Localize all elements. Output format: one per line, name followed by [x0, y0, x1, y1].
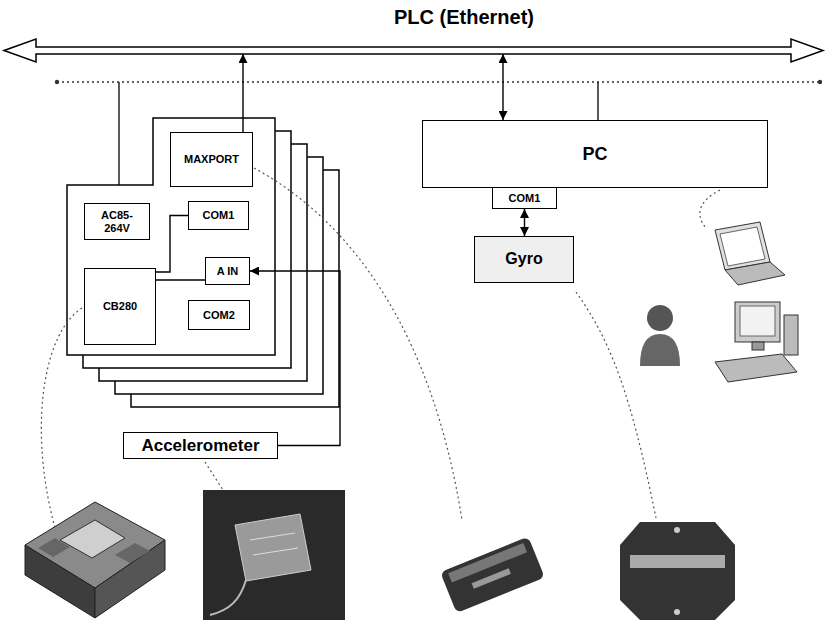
gyro-box: Gyro	[474, 236, 574, 283]
computer-box: PC	[422, 120, 768, 188]
connector	[156, 216, 188, 273]
node-label: Accelerometer	[141, 436, 259, 456]
node-label: Gyro	[505, 250, 542, 268]
port-box: COM1	[188, 201, 249, 230]
leader-lines	[41, 168, 720, 538]
connector	[242, 54, 243, 132]
input-box: A IN	[205, 257, 250, 285]
sensor-box: Accelerometer	[123, 432, 278, 459]
node-label: PC	[582, 144, 607, 165]
node-label: PLC (Ethernet)	[394, 6, 534, 29]
leader-line	[41, 308, 82, 538]
accelerometer-photo	[203, 490, 345, 620]
leader-line	[254, 168, 462, 520]
power-line	[57, 81, 820, 82]
user-icon	[640, 305, 680, 366]
node-label: AC85- 264V	[87, 209, 147, 234]
connector	[502, 54, 503, 120]
ethernet-bus: PLC (Ethernet)	[4, 6, 823, 54]
port-box: COM1	[492, 187, 557, 209]
board-stack	[67, 118, 339, 407]
port-box: COM2	[188, 300, 250, 330]
connector	[156, 279, 205, 280]
device-photo	[440, 537, 545, 613]
laptop-icon	[715, 222, 785, 285]
desktop-icon	[715, 302, 798, 382]
node-label: CB280	[103, 300, 137, 313]
gyro-photo	[620, 522, 735, 620]
node-label: COM1	[203, 209, 235, 222]
module-box: MAXPORT	[170, 132, 253, 187]
node-label: COM2	[203, 309, 235, 322]
connector	[524, 209, 525, 236]
leader-line	[576, 292, 656, 518]
line-end-dot	[818, 80, 822, 84]
controller-box: CB280	[84, 268, 156, 345]
connector	[250, 271, 340, 446]
power-wire	[597, 82, 598, 120]
module-photo	[25, 502, 165, 618]
node-label: A IN	[217, 265, 239, 278]
line-end-dot	[55, 80, 59, 84]
power-box: AC85- 264V	[84, 203, 150, 240]
node-label: COM1	[509, 192, 541, 205]
bus-arrow-shape	[4, 39, 823, 62]
node-label: MAXPORT	[184, 153, 239, 166]
leader-line	[700, 190, 720, 228]
board-outline	[67, 118, 275, 355]
